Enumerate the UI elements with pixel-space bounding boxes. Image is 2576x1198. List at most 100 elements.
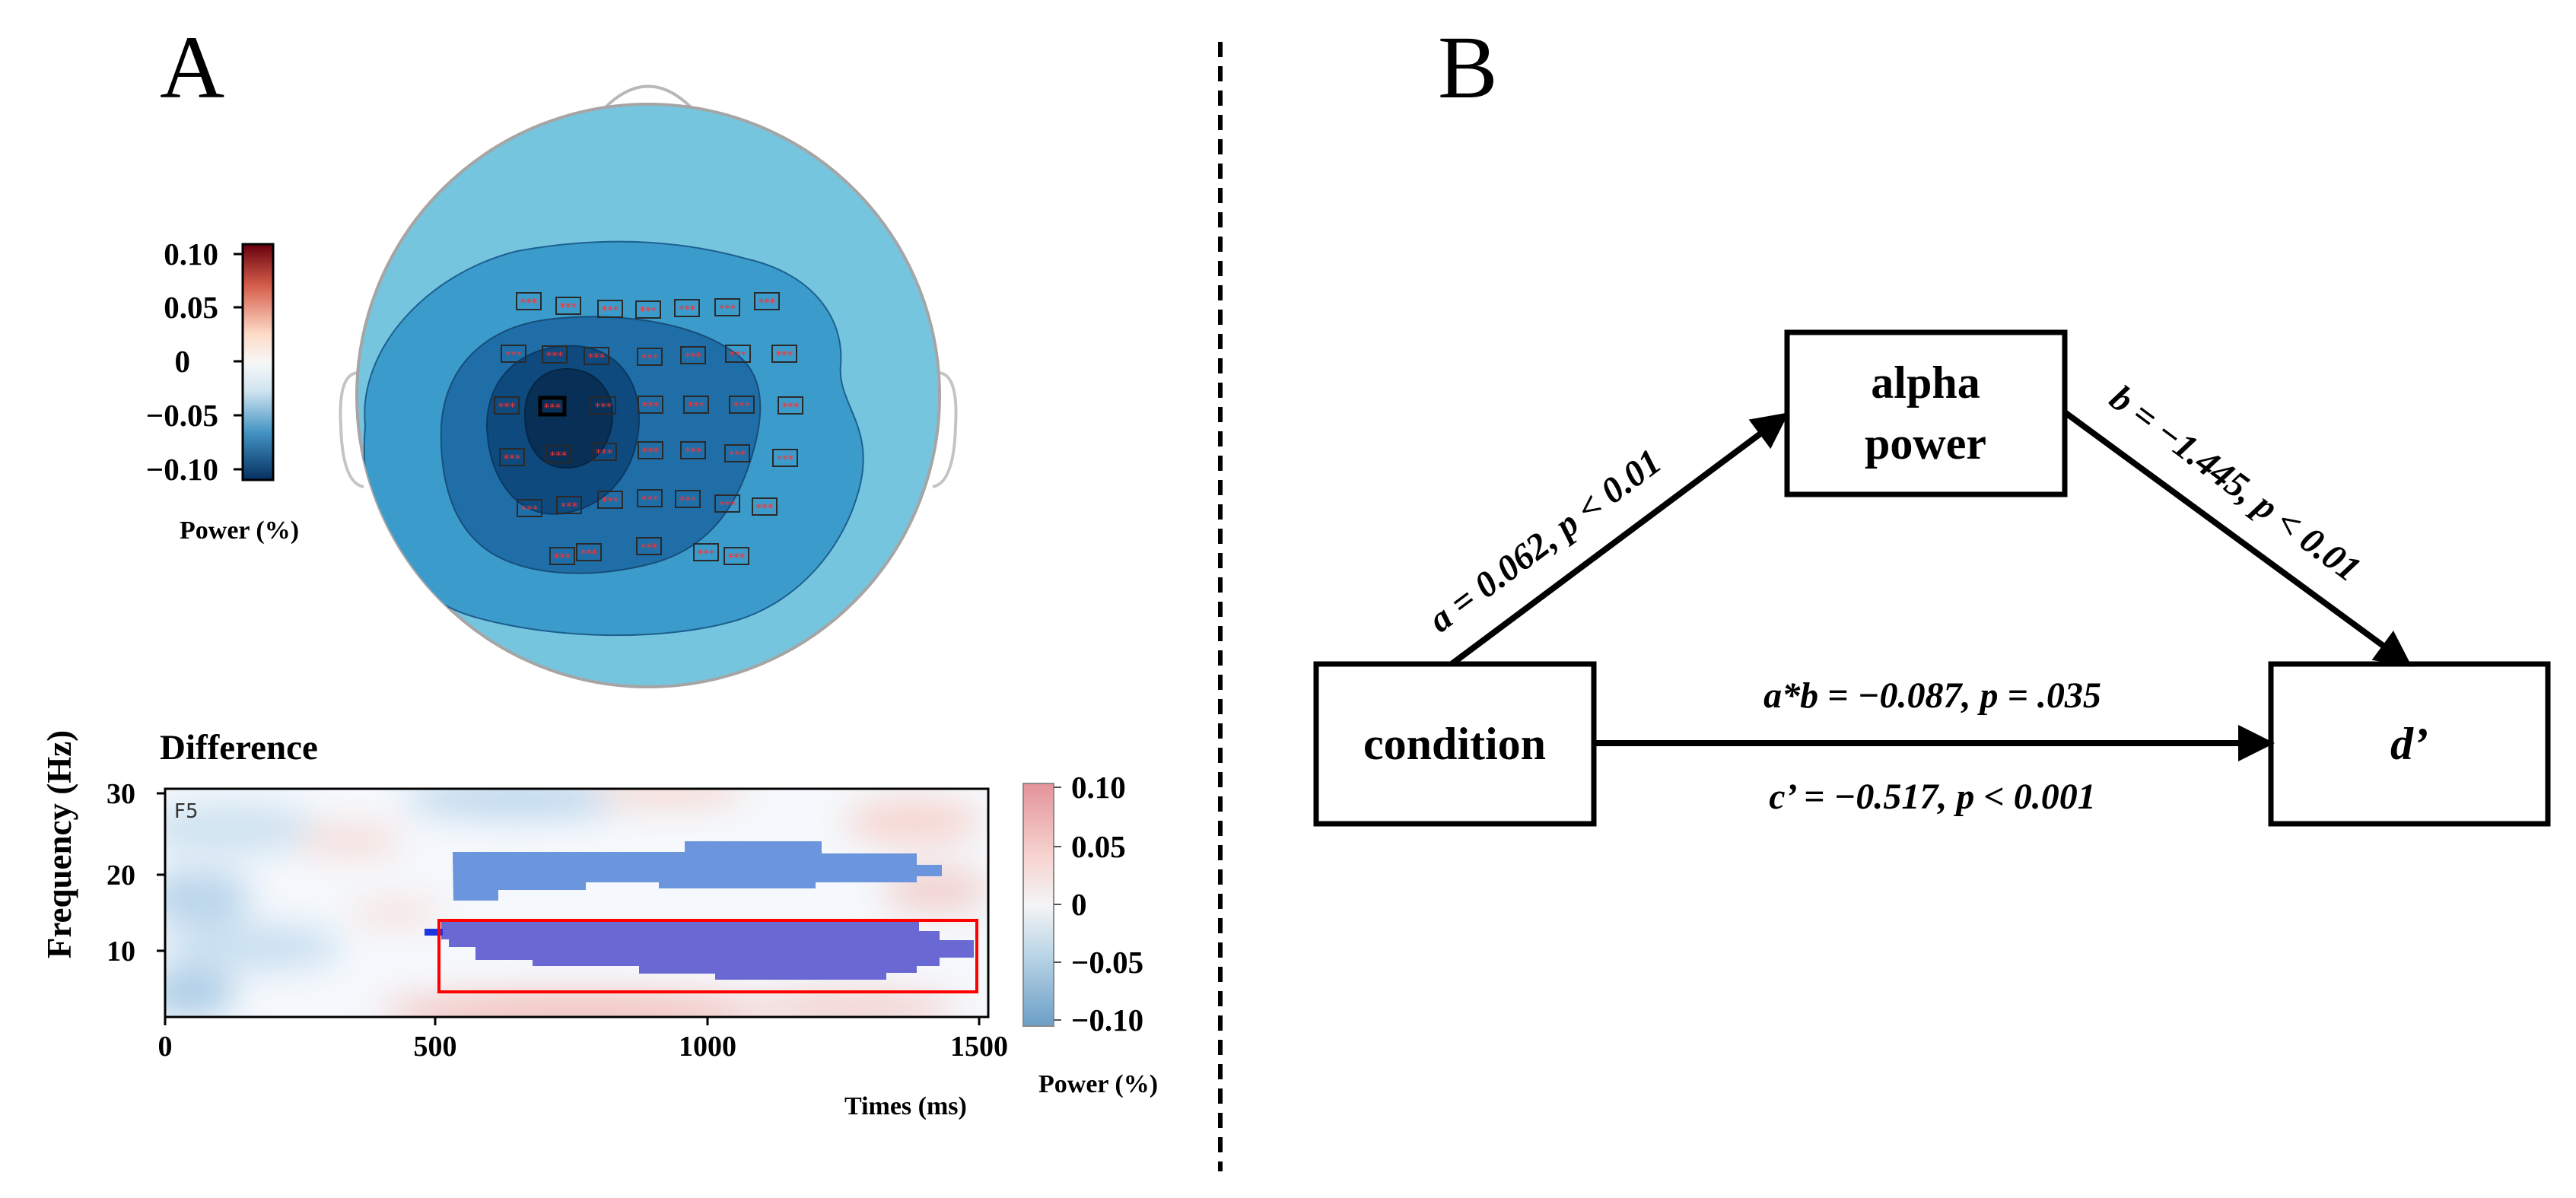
tf-colorbar: 0.10 0.05 0 −0.05 −0.10 Power (%) bbox=[1022, 770, 1158, 1098]
tf-background-map bbox=[165, 789, 988, 1017]
tf-title: Difference bbox=[160, 728, 318, 767]
electrode-box bbox=[680, 441, 706, 459]
tf-ylabel: Frequency (Hz) bbox=[40, 730, 78, 958]
electrode-box bbox=[637, 489, 663, 507]
electrode-significance-marker: *** bbox=[640, 304, 657, 318]
electrode-box bbox=[638, 441, 663, 459]
electrode-significance-marker: *** bbox=[641, 351, 659, 365]
electrode-significance-marker: *** bbox=[685, 350, 702, 364]
electrode-significance-marker: *** bbox=[777, 453, 794, 466]
electrode-significance-marker: *** bbox=[550, 449, 568, 462]
path-a-arrow bbox=[1449, 412, 1789, 667]
electrode-significance-marker: *** bbox=[782, 400, 800, 414]
electrode-significance-marker: *** bbox=[560, 300, 577, 314]
electrode-significance-marker: *** bbox=[679, 494, 697, 507]
electrode-significance-marker: *** bbox=[521, 503, 539, 516]
electrode-significance-marker: *** bbox=[561, 500, 578, 513]
electrode-box bbox=[714, 298, 740, 316]
electrode-significance-marker: *** bbox=[641, 493, 659, 507]
electrode-box bbox=[636, 537, 662, 555]
tf-plot: F5 30 20 10 0 500 1000 1500 Times (ms) F… bbox=[40, 730, 1008, 1120]
electrode-box bbox=[752, 497, 778, 516]
tf-xlabel: Times (ms) bbox=[844, 1092, 967, 1120]
electrode-box bbox=[674, 299, 700, 317]
roi-box bbox=[437, 919, 978, 993]
electrode-significance-marker: *** bbox=[602, 303, 619, 317]
electrode-significance-marker: *** bbox=[544, 401, 561, 415]
electrode-box bbox=[545, 445, 571, 463]
electrode-significance-marker: *** bbox=[498, 400, 516, 414]
electrode-box bbox=[590, 396, 616, 415]
path-ab-label: a*b = −0.087, p = .035 bbox=[1763, 675, 2101, 716]
electrode-significance-marker: *** bbox=[729, 448, 746, 462]
electrode-box bbox=[584, 347, 609, 365]
electrode-box bbox=[638, 396, 663, 414]
path-b-label: b = −1.445, p < 0.01 bbox=[2102, 377, 2368, 589]
tf-ytick: 30 bbox=[107, 778, 135, 810]
head-ear-right bbox=[932, 371, 958, 488]
electrode-box bbox=[516, 292, 542, 310]
electrode-significance-marker: *** bbox=[602, 494, 619, 508]
topomap-cb-label: Power (%) bbox=[180, 516, 299, 545]
tf-xtick: 0 bbox=[158, 1031, 173, 1063]
electrode-box bbox=[771, 345, 797, 363]
tf-channel-label: F5 bbox=[174, 800, 199, 823]
mediator-label-line2: power bbox=[1865, 418, 1986, 469]
electrode-box bbox=[555, 297, 581, 315]
electrode-significance-marker: *** bbox=[728, 551, 746, 564]
mediation-diagram: alpha power condition d’ a = 0.062, p < … bbox=[1313, 329, 2551, 827]
electrode-box bbox=[549, 547, 575, 565]
electrode-box bbox=[637, 348, 663, 366]
outcome-label: d’ bbox=[2390, 719, 2428, 769]
electrode-markers: *** *** *** *** *** *** *** *** *** *** *** *** *** *… bbox=[494, 292, 803, 565]
electrode-significance-marker: *** bbox=[505, 348, 523, 362]
electrode-box bbox=[597, 300, 623, 318]
tf-ytick: 10 bbox=[107, 936, 135, 968]
electrode-box bbox=[499, 448, 525, 466]
topomap-colorbar-gradient bbox=[241, 243, 275, 481]
electrode-box bbox=[714, 494, 740, 513]
electrode-significance-marker: *** bbox=[580, 547, 598, 561]
electrode-box bbox=[675, 490, 701, 508]
tf-cb-tick: 0.10 bbox=[1071, 770, 1126, 805]
electrode-box bbox=[517, 499, 542, 517]
topomap-cb-tick: 0.05 bbox=[164, 290, 218, 325]
electrode-significance-marker: *** bbox=[688, 399, 705, 413]
electrode-box bbox=[725, 345, 751, 363]
topomap-cb-tick: 0.10 bbox=[164, 237, 218, 272]
sig-cluster-upper bbox=[453, 841, 942, 901]
path-b-arrow bbox=[2062, 409, 2412, 667]
electrode-significance-marker: *** bbox=[520, 296, 538, 310]
electrode-box bbox=[542, 345, 568, 364]
head-nose bbox=[594, 84, 702, 119]
panel-a-letter: A bbox=[160, 17, 224, 117]
electrode-significance-marker: *** bbox=[730, 348, 747, 362]
electrode-box bbox=[683, 396, 709, 414]
tf-xtick: 500 bbox=[414, 1031, 457, 1063]
electrode-box bbox=[635, 300, 661, 319]
tf-cb-tick: 0.05 bbox=[1071, 829, 1126, 864]
electrode-box bbox=[576, 543, 602, 561]
topomap-cb-tick: −0.10 bbox=[146, 452, 218, 487]
electrode-significance-marker: *** bbox=[685, 445, 702, 459]
electrode-box bbox=[778, 396, 803, 415]
electrode-significance-marker: *** bbox=[733, 399, 751, 413]
topomap-cb-tick: 0 bbox=[175, 344, 191, 379]
path-a-label: a = 0.062, p < 0.01 bbox=[1421, 441, 1669, 640]
electrode-box bbox=[501, 345, 526, 363]
electrode-significance-marker: *** bbox=[719, 302, 736, 316]
electrode-significance-marker: *** bbox=[641, 541, 658, 555]
electrode-box bbox=[538, 396, 567, 417]
condition-label: condition bbox=[1363, 719, 1546, 769]
tf-cb-tick: −0.10 bbox=[1071, 1003, 1143, 1038]
mediator-box bbox=[1784, 329, 2068, 497]
electrode-significance-marker: *** bbox=[698, 547, 715, 561]
electrode-box bbox=[494, 396, 520, 415]
tf-xtick: 1000 bbox=[679, 1031, 736, 1063]
electrode-box bbox=[724, 547, 749, 565]
head-ear-left bbox=[339, 371, 364, 488]
electrode-box bbox=[680, 346, 706, 364]
electrode-box bbox=[772, 449, 798, 467]
topomap-colorbar: 0.10 0.05 0 −0.05 −0.10 Power (%) bbox=[146, 237, 299, 545]
mediator-label-line1: alpha bbox=[1871, 357, 1980, 408]
